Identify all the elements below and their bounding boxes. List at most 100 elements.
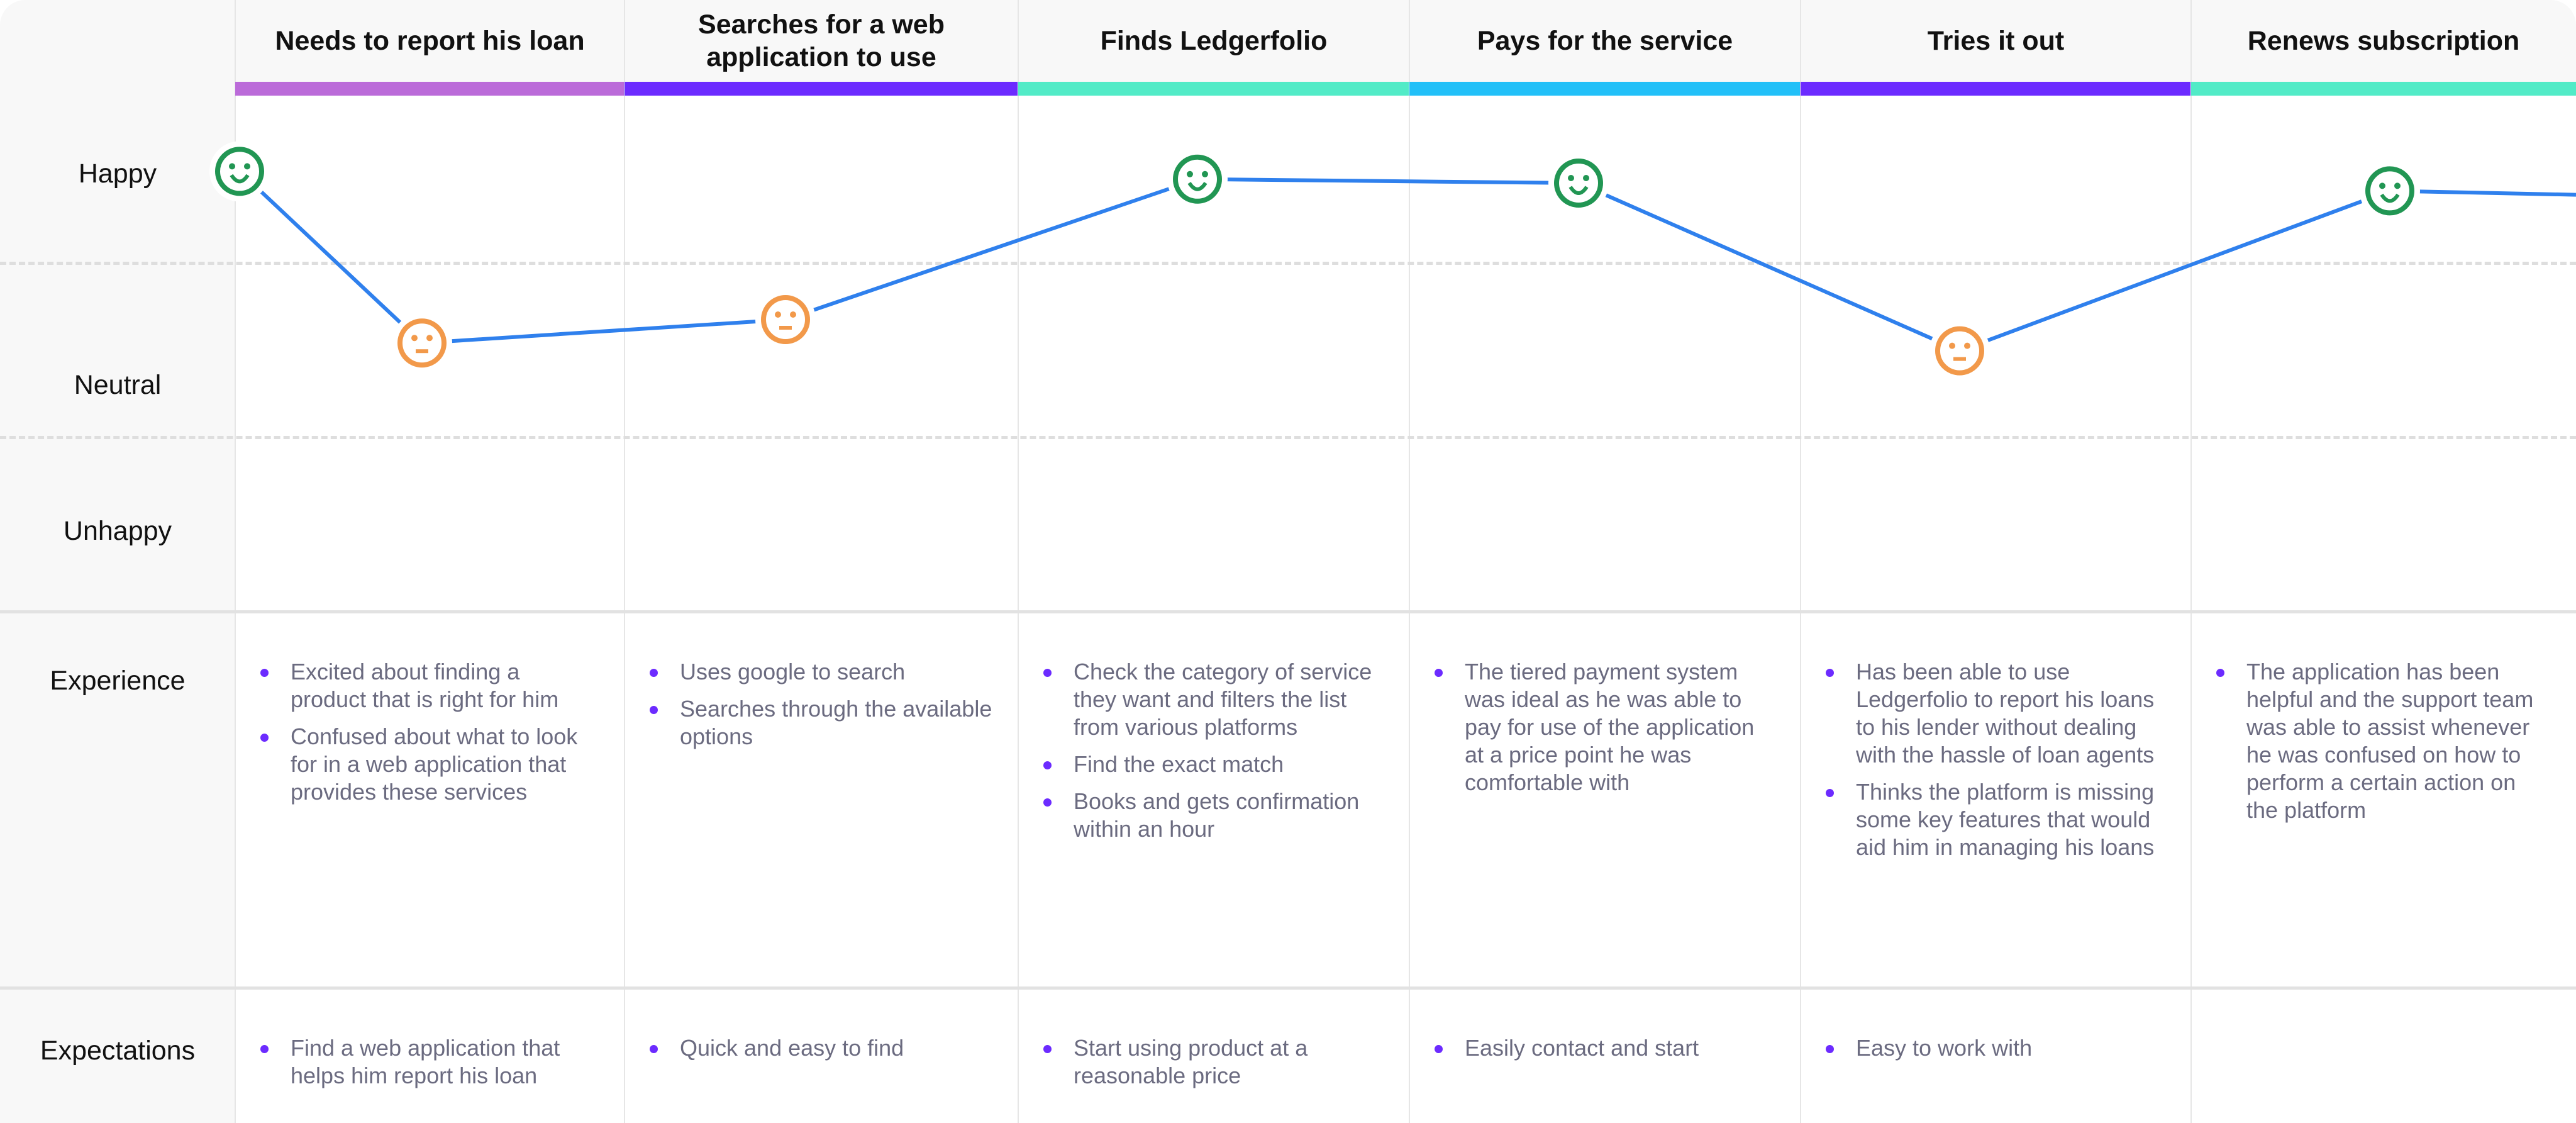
list-item: Books and gets confirmation within an ho… <box>1043 788 1384 843</box>
stage-6: Renews subscription <box>2191 0 2576 96</box>
list-item: Uses google to search <box>650 658 993 686</box>
row-label-expectations: Expectations <box>40 1036 196 1066</box>
column-divider <box>624 0 625 1123</box>
column-divider <box>1018 0 1019 1123</box>
bullet-text: Excited about finding a product that is … <box>291 659 559 712</box>
column-divider <box>1800 0 1801 1123</box>
stage-title: Needs to report his loan <box>275 26 585 56</box>
stage-title: Renews subscription <box>2247 26 2520 56</box>
neutral-face-icon <box>1929 320 1990 381</box>
column-divider <box>235 0 236 1123</box>
happy-face-icon <box>2360 160 2420 221</box>
stage-4: Pays for the service <box>1409 0 1801 96</box>
stage-1: Needs to report his loan <box>235 0 625 96</box>
bullet-icon <box>1826 789 1834 797</box>
bullet-icon <box>1826 669 1834 677</box>
bullet-icon <box>650 669 658 677</box>
bullet-text: Books and gets confirmation within an ho… <box>1074 788 1360 842</box>
list-item: Has been able to use Ledgerfolio to repo… <box>1826 658 2166 769</box>
bullet-icon <box>2216 669 2224 677</box>
row-label-neutral: Neutral <box>74 370 162 400</box>
expectations-cell: Easy to work with <box>1801 1034 2191 1071</box>
bullet-icon <box>1826 1045 1834 1053</box>
row-label-happy: Happy <box>78 159 157 189</box>
list-item: Excited about finding a product that is … <box>260 658 599 713</box>
bullet-text: Start using product at a reasonable pric… <box>1074 1035 1308 1088</box>
bullet-text: Quick and easy to find <box>680 1035 904 1061</box>
stage-title: Finds Ledgerfolio <box>1100 26 1328 56</box>
list-item: Start using product at a reasonable pric… <box>1043 1034 1384 1090</box>
list-item: Easily contact and start <box>1435 1034 1775 1062</box>
column-divider <box>1409 0 1410 1123</box>
list-item: Find a web application that helps him re… <box>260 1034 599 1090</box>
bullet-text: Thinks the platform is missing some key … <box>1856 779 2155 860</box>
emotion-line-segment <box>785 177 1198 321</box>
list-item: Searches through the available options <box>650 695 993 751</box>
list-item: Find the exact match <box>1043 751 1384 778</box>
bullet-text: Check the category of service they want … <box>1074 659 1372 740</box>
list-item: Quick and easy to find <box>650 1034 993 1062</box>
list-item: The application has been helpful and the… <box>2216 658 2551 824</box>
bullet-text: The tiered payment system was ideal as h… <box>1465 659 1755 795</box>
row-label-experience: Experience <box>50 666 186 696</box>
happy-face-icon <box>1548 153 1609 213</box>
expectations-cell: Quick and easy to find <box>625 1034 1018 1071</box>
bullet-text: Confused about what to look for in a web… <box>291 724 578 805</box>
bullet-icon <box>1435 1045 1443 1053</box>
happy-face-icon <box>1167 148 1228 210</box>
bullet-text: Find a web application that helps him re… <box>291 1035 560 1088</box>
emotion-line-segment <box>421 318 786 345</box>
happy-face-icon <box>209 141 270 202</box>
stage-color-bar <box>2191 82 2576 96</box>
stage-title: Pays for the service <box>1477 26 1733 56</box>
emotion-line-segment <box>1197 177 1579 185</box>
bullet-icon <box>650 706 658 714</box>
bullet-icon <box>260 734 269 742</box>
stage-5: Tries it out <box>1801 0 2191 96</box>
bullet-text: Searches through the available options <box>680 696 992 749</box>
row-label-unhappy: Unhappy <box>63 516 172 546</box>
stage-color-bar <box>1409 82 1801 96</box>
bullet-text: Has been able to use Ledgerfolio to repo… <box>1856 659 2155 768</box>
neutral-face-icon <box>755 289 816 350</box>
expectations-cell: Find a web application that helps him re… <box>235 1034 625 1099</box>
stage-3: Finds Ledgerfolio <box>1018 0 1409 96</box>
expectations-cell: Easily contact and start <box>1409 1034 1801 1071</box>
column-divider <box>2190 0 2192 1123</box>
bullet-icon <box>260 669 269 677</box>
expectations-cell: Start using product at a reasonable pric… <box>1018 1034 1409 1099</box>
emotion-curve <box>209 141 2576 381</box>
bullet-icon <box>650 1045 658 1053</box>
stage-color-bar <box>625 82 1018 96</box>
stage-color-bar <box>1018 82 1409 96</box>
emotion-line-segment <box>2389 189 2576 197</box>
list-item: Check the category of service they want … <box>1043 658 1384 741</box>
stage-2: Searches for a web application to use <box>625 0 1018 96</box>
experience-cell: Check the category of service they want … <box>1018 658 1409 852</box>
emotion-line-segment <box>238 170 424 345</box>
list-item: Easy to work with <box>1826 1034 2166 1062</box>
experience-section-divider <box>0 986 2576 990</box>
bullet-icon <box>1043 669 1052 677</box>
list-item: Thinks the platform is missing some key … <box>1826 778 2166 861</box>
emotion-line-segment <box>1577 181 1961 353</box>
bullet-icon <box>1043 1045 1052 1053</box>
stage-header <box>235 0 2576 82</box>
bullet-text: Easy to work with <box>1856 1035 2033 1061</box>
list-item: Confused about what to look for in a web… <box>260 723 599 806</box>
bullet-text: The application has been helpful and the… <box>2246 659 2534 823</box>
emotion-line-segment <box>1958 189 2391 353</box>
stage-title: Searches for a web application to use <box>698 9 945 72</box>
experience-cell: The application has been helpful and the… <box>2191 658 2576 834</box>
bullet-text: Uses google to search <box>680 659 906 684</box>
happy-neutral-divider <box>0 262 2576 265</box>
row-label-column <box>0 0 235 1123</box>
bullet-icon <box>1043 798 1052 807</box>
bullet-text: Easily contact and start <box>1465 1035 1699 1061</box>
neutral-unhappy-divider <box>0 436 2576 439</box>
stage-color-bar <box>235 82 625 96</box>
bullet-icon <box>260 1045 269 1053</box>
neutral-face-icon <box>392 313 452 374</box>
experience-cell: The tiered payment system was ideal as h… <box>1409 658 1801 806</box>
